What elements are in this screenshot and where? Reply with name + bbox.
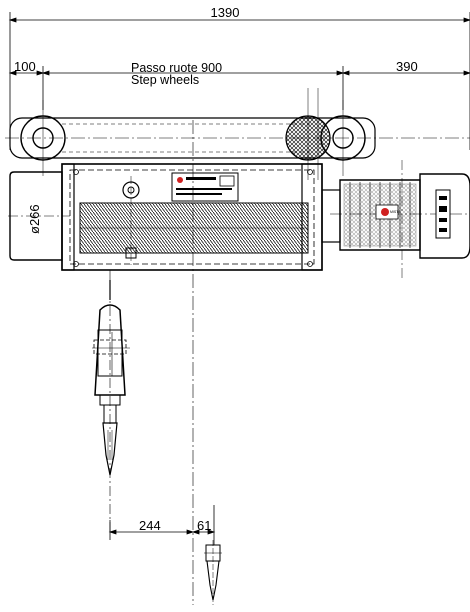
right-offset-label: 390 [396,59,418,74]
wheel-step-dimension [8,66,470,110]
hook-block [92,280,130,476]
hoist-body [8,163,323,271]
motor-logo-icon [381,208,389,216]
hook-offset-dimension [108,505,216,545]
hook-offset-label: 244 [139,518,161,533]
drum-nameplate [171,172,239,202]
brand-logo-icon [177,177,183,183]
trolley-frame [5,88,470,180]
drum-diameter-label: ø266 [27,204,42,234]
motor-nameplate: MISTA [375,189,451,239]
motor-brand-label: MISTA [390,210,401,214]
overall-dimension [8,12,470,150]
wheel-step-en-label: Step wheels [131,73,199,87]
left-offset-label: 100 [14,59,36,74]
wheel-step-label: Passo ruote 900 [131,61,222,75]
overall-length-label: 1390 [211,5,240,20]
hook-small-offset-label: 61 [197,518,211,533]
small-hook [204,540,222,605]
center-lines [109,120,194,605]
